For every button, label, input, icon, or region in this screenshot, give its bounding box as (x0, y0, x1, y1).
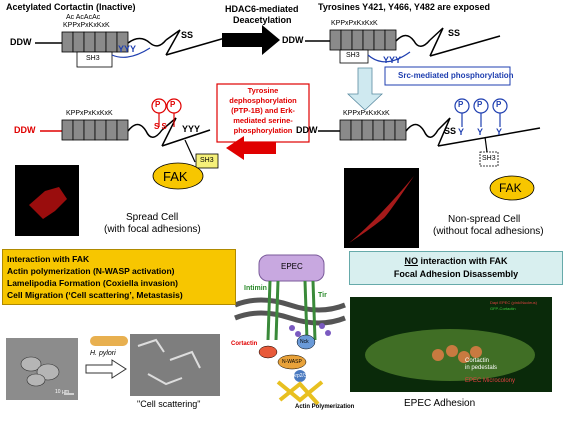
epec-mechanism (234, 254, 346, 406)
nck-label: Nck (300, 339, 309, 345)
actin-poly-label: Actin Polymerization (295, 404, 355, 410)
dephos-line-5: phosphorylation (233, 126, 293, 135)
fak-left (152, 162, 204, 190)
dephos-text: Tyrosine dephosphorylation (PTP-1B) and … (221, 86, 305, 136)
no-fak-rest: interaction with FAK (417, 256, 508, 266)
ss-label-top-right: SS (448, 28, 461, 38)
arp-label: Arp2/3 (292, 373, 307, 379)
inactive-cortactin-title: Acetylated Cortactin (Inactive) (6, 2, 136, 12)
domain-sequence-mid-right: KPPxPxKxKxK (343, 110, 390, 117)
cortactin-inactive-molecule (35, 29, 226, 68)
no-fak-emphasis: NO (404, 256, 418, 266)
cortactin-phos-molecule (318, 117, 541, 167)
fak-box-line-4: Cell Migration (‘Cell scattering’, Metas… (7, 290, 183, 300)
fak-box-line-2: Actin polymerization (N-WASP activation) (7, 266, 175, 276)
scale-bar-label: 10 µm (55, 389, 69, 395)
cortactin-exposed-molecule (305, 27, 501, 64)
ss-label-top-left: SS (181, 30, 194, 40)
epec-legend-1: Dapi EPEC (pink/Nucleus) (490, 300, 537, 305)
ddw-label-top-left: DDW (10, 37, 32, 47)
spread-cell-title: Spread Cell (126, 212, 179, 223)
fak-label-left: FAK (163, 169, 188, 184)
sh3-label-mid-right: SH3 (482, 155, 496, 162)
ddw-label-top-right: DDW (282, 35, 304, 45)
fak-label-right: FAK (499, 181, 522, 195)
fak-interaction-box: Interaction with FAK Actin polymerizatio… (2, 249, 236, 305)
microcolony-label: EPEC Microcolony (465, 378, 516, 384)
p-circle-4: P (477, 100, 483, 109)
fak-box-line-1: Interaction with FAK (7, 254, 90, 264)
exposed-title: Tyrosines Y421, Y466, Y482 are exposed (318, 2, 490, 12)
tyr-label-1: Y (458, 127, 465, 137)
nonspread-cell-image (344, 168, 419, 248)
domain-sequence-left: KPPxPxKxKxK (63, 22, 110, 29)
dephos-line-1: Tyrosine (247, 86, 279, 95)
hpylori-before-image (6, 338, 78, 400)
cell-scattering-label: "Cell scattering" (137, 399, 201, 409)
sh3-bound-left (195, 153, 219, 169)
dephos-line-3: (PTP-1B) and Erk- (231, 106, 295, 115)
spread-cell-image (15, 165, 79, 236)
tir-label: Tir (318, 292, 327, 299)
yyy-label-top-right: YYY (383, 55, 402, 65)
ss-label-mid-right: SS (444, 126, 457, 136)
src-label: Src-mediated phosphorylation (398, 71, 514, 80)
src-arrow (346, 67, 384, 111)
pedestal-label-1: Cortactin (465, 358, 490, 364)
serine-label: S S (154, 122, 167, 131)
dephos-arrow (226, 136, 276, 160)
domain-sequence-mid-left: KPPxPxKxKxK (66, 110, 113, 117)
pedestal-label-2: in pedestals (465, 365, 498, 371)
no-fak-box: NO interaction with FAK Focal Adhesion D… (349, 251, 563, 285)
sh3-label-top-right: SH3 (346, 52, 360, 59)
tyr-label-2: Y (477, 127, 484, 137)
p-circle-5: P (496, 100, 502, 109)
src-label-box (384, 66, 511, 86)
acetyl-marks: Ac AcAcAc (66, 14, 101, 21)
no-fak-line-1: NO interaction with FAK (350, 256, 562, 266)
yyy-label-top-left: YYY (118, 44, 137, 54)
dephos-line-2: dephosphorylation (229, 96, 297, 105)
fak-box-line-3: Lamelipodia Formation (Coxiella invasion… (7, 278, 178, 288)
nwasp-label: N-WASP (282, 359, 302, 365)
spread-cell-sub: (with focal adhesions) (104, 224, 201, 235)
hdac-title: HDAC6-mediated (225, 4, 299, 14)
ddw-label-mid-right: DDW (296, 125, 318, 135)
cortactin-dephos-molecule (40, 117, 211, 163)
ddw-label-mid-left: DDW (14, 125, 36, 135)
hdac-subtitle: Deacetylation (233, 15, 292, 25)
intimin-label: Intimin (244, 285, 267, 292)
dephos-line-4: mediated serine- (233, 116, 293, 125)
phospho-serine-group (151, 98, 182, 127)
nonspread-cell-sub: (without focal adhesions) (433, 226, 544, 237)
hpylori-scattered-image (130, 334, 220, 396)
epec-adhesion-image (350, 297, 552, 392)
domain-sequence-right: KPPxPxKxKxK (331, 20, 378, 27)
epec-adhesion-label: EPEC Adhesion (404, 398, 476, 409)
no-fak-line-2: Focal Adhesion Disassembly (393, 269, 519, 279)
sh3-label-top-left: SH3 (86, 55, 100, 62)
hpylori-bacterium (90, 336, 128, 346)
p-circle-2: P (170, 100, 176, 109)
sh3-label-mid-left: SH3 (200, 157, 214, 164)
tyr-label-3: Y (496, 127, 503, 137)
p-circle-3: P (458, 100, 464, 109)
nonspread-cell-title: Non-spread Cell (448, 214, 521, 225)
fak-right (489, 175, 535, 201)
hdac-arrow (222, 25, 280, 55)
phospho-tyrosine-group (454, 98, 508, 127)
epec-label: EPEC (281, 262, 303, 271)
epec-legend-2: GFP-Cortactin (490, 306, 516, 311)
cortactin-label: Cortactin (231, 341, 258, 347)
hpylori-label: H. pylori (90, 350, 116, 357)
p-circle-1: P (155, 100, 161, 109)
scatter-arrow (85, 359, 127, 379)
yyy-label-mid-left: YYY (182, 124, 201, 134)
